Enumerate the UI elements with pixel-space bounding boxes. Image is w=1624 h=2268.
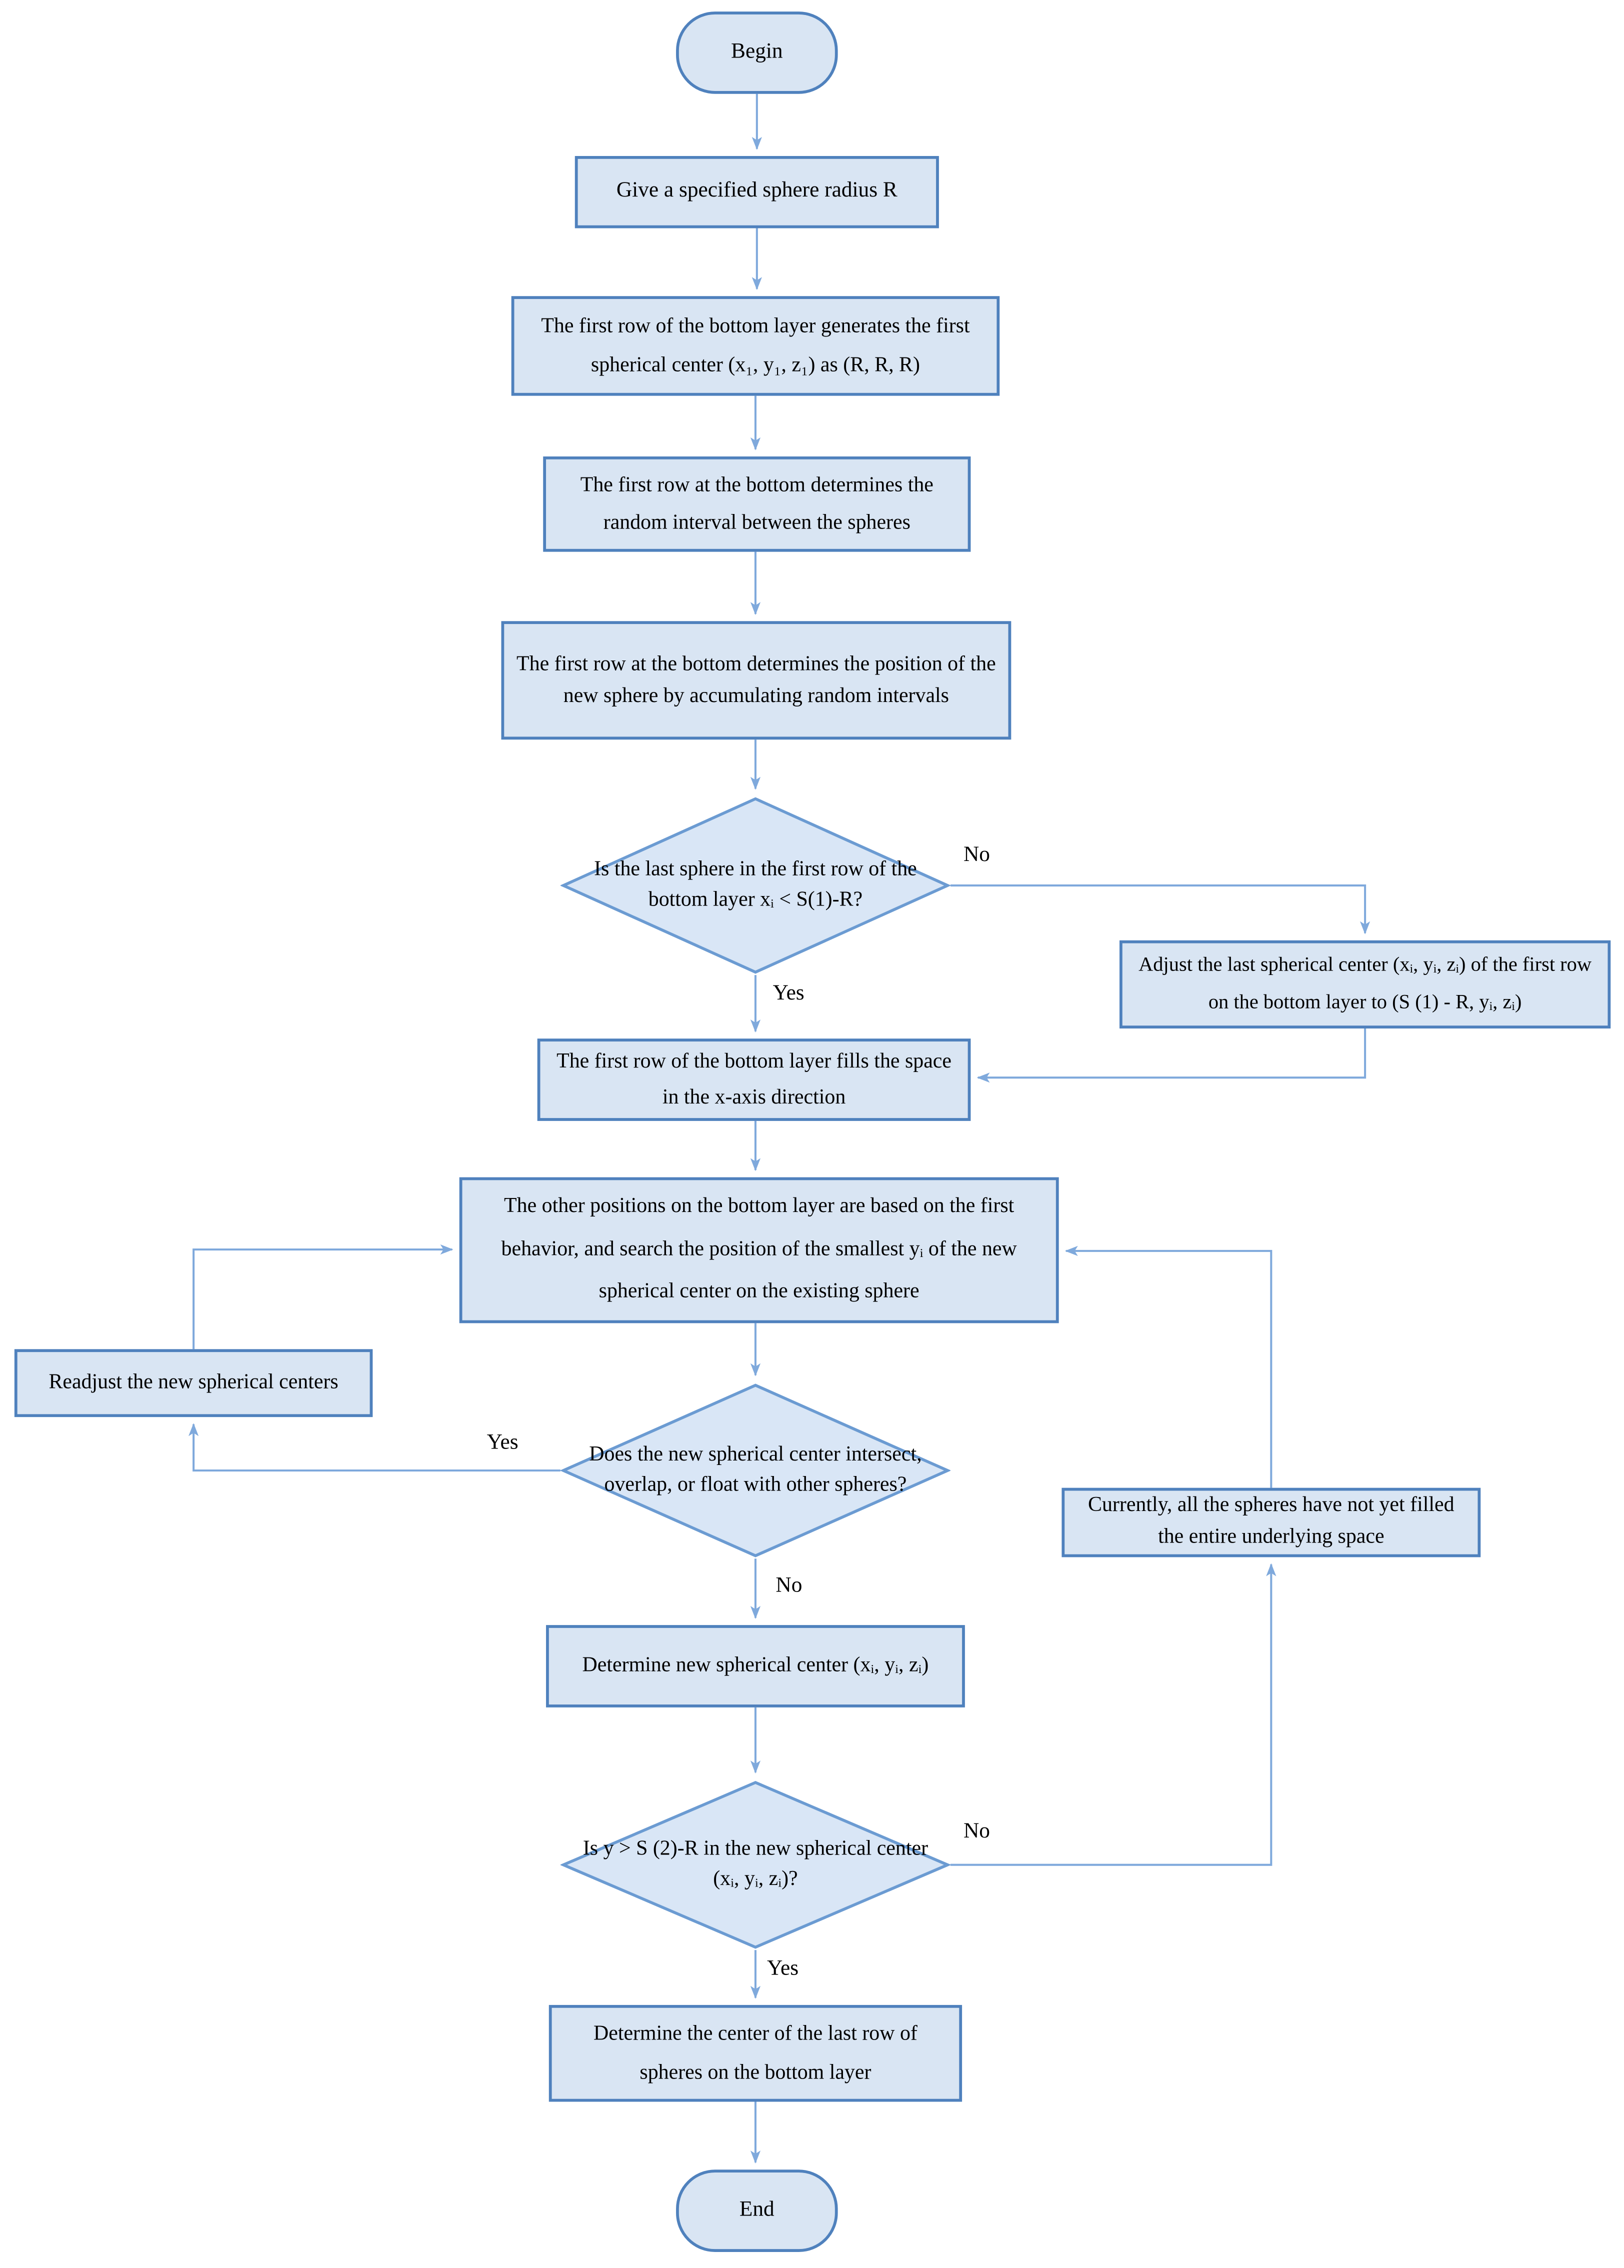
edge-adjust-to-fill-x <box>976 1028 1366 1083</box>
edge-label-check-intersect-yes: Yes <box>484 1431 522 1456</box>
process-other-positions-label: The other positions on the bottom layer … <box>501 1194 1017 1304</box>
decision-check-y: Is y > S (2)-R in the new spherical cent… <box>560 1780 950 1950</box>
diamond-shape <box>560 797 950 974</box>
process-not-filled: Currently, all the spheres have not yet … <box>1062 1488 1481 1558</box>
terminator-begin: Begin <box>676 12 838 94</box>
edge-label-check-y-yes: Yes <box>764 1957 802 1982</box>
process-give-radius: Give a specified sphere radius R <box>574 156 939 228</box>
edge-readjust-to-other-positions <box>192 1244 454 1350</box>
terminator-begin-label: Begin <box>731 40 783 64</box>
process-readjust-centers: Readjust the new spherical centers <box>14 1349 373 1418</box>
edge-label-check-intersect-no: No <box>772 1574 806 1600</box>
process-readjust-centers-label: Readjust the new spherical centers <box>48 1371 338 1394</box>
process-fill-x-axis: The first row of the bottom layer fills … <box>537 1038 971 1121</box>
edge-not-filled-to-other-positions <box>1064 1246 1272 1488</box>
decision-check-last-sphere: Is the last sphere in the first row of t… <box>560 796 950 975</box>
process-last-row-center-label: Determine the center of the last row of … <box>593 2022 918 2084</box>
process-adjust-last-center-label: Adjust the last spherical center (xᵢ, yᵢ… <box>1138 955 1592 1014</box>
process-other-positions: The other positions on the bottom layer … <box>459 1177 1059 1324</box>
edge-check-y-no-to-not-filled <box>950 1563 1276 1866</box>
diamond-shape <box>560 1780 950 1949</box>
process-give-radius-label: Give a specified sphere radius R <box>616 180 898 203</box>
edge-label-check-y-no: No <box>960 1820 993 1845</box>
process-first-center: The first row of the bottom layer genera… <box>511 296 1000 396</box>
decision-check-intersect: Does the new spherical center intersect,… <box>560 1382 950 1558</box>
process-new-center-label: Determine new spherical center (xᵢ, yᵢ, … <box>582 1654 929 1678</box>
process-accumulate-intervals: The first row at the bottom determines t… <box>501 621 1012 740</box>
process-accumulate-intervals-label: The first row at the bottom determines t… <box>516 652 996 708</box>
process-random-interval-label: The first row at the bottom determines t… <box>580 474 934 534</box>
terminator-end: End <box>676 2170 838 2252</box>
edge-label-check-last-no: No <box>960 844 993 868</box>
decision-check-y-label: Is y > S (2)-R in the new spherical cent… <box>582 1838 928 1891</box>
decision-check-last-sphere-label: Is the last sphere in the first row of t… <box>594 858 917 912</box>
diamond-shape <box>560 1384 950 1558</box>
process-not-filled-label: Currently, all the spheres have not yet … <box>1088 1494 1454 1549</box>
decision-check-intersect-label: Does the new spherical center intersect,… <box>589 1444 922 1497</box>
edge-check-last-no-to-adjust <box>950 884 1370 934</box>
process-adjust-last-center: Adjust the last spherical center (xᵢ, yᵢ… <box>1119 940 1611 1028</box>
edge-label-check-last-yes: Yes <box>770 982 808 1007</box>
process-random-interval: The first row at the bottom determines t… <box>543 456 971 552</box>
edge-check-intersect-yes-to-readjust <box>188 1423 560 1472</box>
process-new-center: Determine new spherical center (xᵢ, yᵢ, … <box>546 1625 965 1708</box>
process-fill-x-axis-label: The first row of the bottom layer fills … <box>556 1050 952 1109</box>
process-first-center-label: The first row of the bottom layer genera… <box>541 315 970 376</box>
process-last-row-center: Determine the center of the last row of … <box>548 2004 962 2102</box>
terminator-end-label: End <box>739 2198 774 2222</box>
